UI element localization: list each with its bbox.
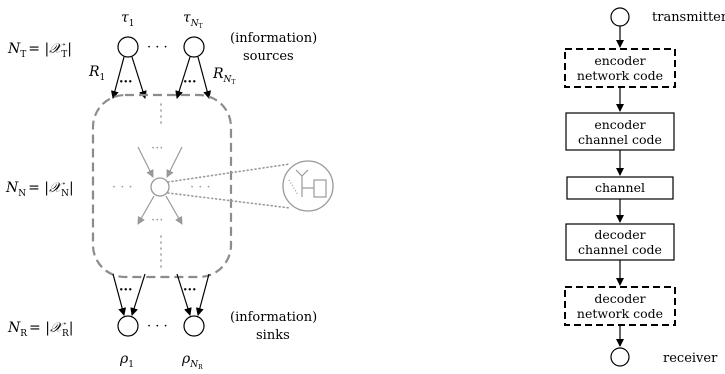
tau-1-label: τ1 (121, 10, 134, 29)
box-decoder-channel-code (565, 223, 675, 261)
box5-line2: network code (577, 306, 663, 321)
sinks-label-line2: sinks (256, 328, 290, 343)
box-encoder-channel-code (565, 112, 675, 151)
rho-NR-label: ρNR (181, 351, 203, 371)
ellipsis-bottom-left: ··· (119, 283, 133, 298)
box4-line2: channel code (578, 242, 662, 257)
ellipsis-mid-right: · · · (190, 180, 211, 195)
arrow-sink1-b (130, 273, 146, 316)
arrow-sink1-a (112, 273, 127, 316)
gray-arrow-in-left (137, 146, 154, 178)
box-decoder-network-code (564, 286, 676, 326)
sinks-label-line1: (information) (230, 310, 317, 325)
network-region (91, 93, 233, 279)
ellipsis-top-right: ··· (183, 75, 197, 90)
relay-node (150, 177, 170, 197)
box5-line1: decoder (594, 291, 645, 306)
NT-equation: NT= |𝒳T| (7, 41, 72, 60)
relay-zoom-icon (282, 160, 334, 212)
tau-NT-label: τNT (183, 10, 203, 30)
box-encoder-network-code (564, 48, 676, 88)
arrow-source1-b (131, 56, 147, 99)
arrow-sinkNR-a (176, 273, 192, 316)
box1-line2: network code (577, 68, 663, 83)
arrow-sinkNR-b (195, 273, 210, 316)
zoom-line-top (167, 163, 291, 183)
box2-line1: encoder (594, 117, 645, 132)
box3-line1: channel (595, 180, 645, 195)
arrow-source1-a (110, 56, 125, 99)
box1-line1: encoder (594, 53, 645, 68)
sink-node-1 (117, 315, 139, 337)
inner-ellipsis-bottom: ··· (151, 213, 163, 228)
inner-ellipsis-top: ··· (151, 141, 163, 156)
receiver-label: receiver (663, 351, 718, 366)
ellipsis-bottom-right: ··· (183, 283, 197, 298)
sources-ellipsis: · · · (147, 40, 168, 55)
rate-RNT-label: RNT (212, 66, 235, 86)
left-network-diagram: τ1 τNT · · · NT= |𝒳T| R1 RNT (informatio… (5, 10, 334, 371)
zoom-line-bottom (167, 192, 291, 209)
ellipsis-mid-left: · · · (112, 180, 133, 195)
rate-R1-label: R1 (88, 64, 105, 83)
gray-arrow-in-right (166, 146, 183, 178)
arrow-sourceNT-b (197, 56, 212, 99)
arrow-sourceNT-a (175, 56, 191, 99)
sources-label-line1: (information) (230, 31, 317, 46)
sink-node-NR (183, 315, 205, 337)
box2-line2: channel code (578, 132, 662, 147)
sources-label-line2: sources (243, 49, 294, 64)
source-node-NT (183, 36, 205, 58)
right-chain-diagram: transmitter encoder network code encoder… (564, 7, 725, 367)
gray-arrow-out-right (165, 195, 183, 225)
NN-equation: NN= |𝒳N| (5, 180, 74, 199)
ellipsis-top-left: ··· (119, 75, 133, 90)
transmitter-node (610, 7, 630, 27)
rho-1-label: ρ1 (119, 351, 134, 370)
box4-line1: decoder (594, 227, 645, 242)
source-node-1 (117, 36, 139, 58)
gray-arrow-out-left (137, 195, 155, 225)
transmitter-label: transmitter (652, 10, 725, 25)
receiver-node (610, 347, 630, 367)
sinks-ellipsis: · · · (147, 319, 168, 334)
NR-equation: NR= |𝒳R| (7, 320, 73, 339)
